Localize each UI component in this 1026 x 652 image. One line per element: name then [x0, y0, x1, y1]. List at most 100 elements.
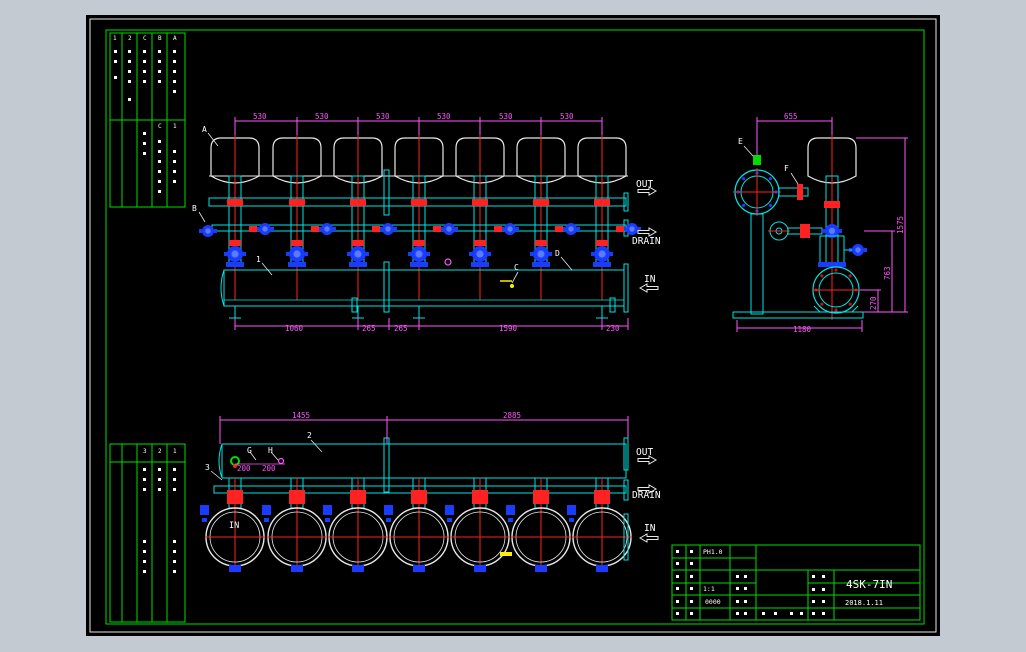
- drain-valve-4-lug-l: [440, 227, 443, 231]
- legend-top-letter-2: B: [158, 35, 162, 42]
- label-H: H: [268, 446, 273, 455]
- valve-B-lug-r: [214, 229, 217, 233]
- valve-base-2: [288, 262, 306, 267]
- dim-bottom-4: 1590: [499, 324, 518, 333]
- front-view-dimension-text: 530 530 530 530 530 530 1060 265 265 159…: [253, 112, 620, 333]
- side-stand: [750, 213, 764, 315]
- drain-leg-1: [351, 297, 358, 313]
- valve-B-core: [205, 228, 211, 234]
- red-flange-low-1: [229, 240, 241, 246]
- dim-plan-small-1: 200: [237, 464, 251, 473]
- inner-border: [105, 29, 925, 625]
- plan-header-cap: [218, 443, 223, 479]
- side-inlet-bolt-1: [848, 302, 852, 306]
- plan-valve-l-7: [567, 505, 576, 515]
- valve-base-4: [410, 262, 428, 267]
- leader-3: [210, 470, 223, 481]
- drain-red-2: [311, 226, 319, 232]
- label-F: F: [784, 164, 789, 173]
- legend-top-hatch: [114, 50, 176, 193]
- red-flange-low-5: [474, 240, 486, 246]
- plan-valve-b-3: [352, 565, 364, 572]
- plan-valve-b-6: [535, 565, 547, 572]
- drain-valve-6-lug-l: [562, 227, 565, 231]
- title-block-hatch: [676, 550, 825, 615]
- drain-valve-2-lug-r: [333, 227, 336, 231]
- side-inlet-blue: [818, 262, 846, 267]
- filter-tank-3: [333, 137, 383, 184]
- drain-valve-2-lug-l: [318, 227, 321, 231]
- valve-base-5: [471, 262, 489, 267]
- legend-bottom-num-1: 1: [173, 448, 177, 455]
- side-inlet-bolt-7: [848, 274, 852, 278]
- dim-top-2: 530: [315, 112, 329, 121]
- dim-top-5: 530: [499, 112, 513, 121]
- legend-top-letter-1: C: [143, 35, 147, 42]
- plan-valve-l-6: [506, 505, 515, 515]
- dim-top-1: 530: [253, 112, 267, 121]
- drain-valve-7-lug-l: [623, 227, 626, 231]
- dim-side-base: 1180: [793, 325, 812, 334]
- valve-2-lug-l: [286, 252, 289, 256]
- side-inlet-bolt-6: [834, 268, 838, 272]
- legend-bottom-hatch: [143, 468, 176, 573]
- filter-tank-5: [455, 137, 505, 184]
- legend-top-num-1: 1: [113, 35, 117, 42]
- red-flange-7: [594, 199, 610, 206]
- label-D: D: [555, 249, 560, 258]
- side-view: [732, 117, 908, 332]
- side-outlet-bolt-1: [768, 203, 773, 208]
- plan-valve-b-1: [229, 565, 241, 572]
- label-C: C: [514, 263, 519, 272]
- drain-red-1: [249, 226, 257, 232]
- valve-4-lug-r: [427, 252, 430, 256]
- valve-base-1: [226, 262, 244, 267]
- drain-valve-2-core: [324, 226, 330, 232]
- side-base: [732, 311, 864, 319]
- label-in: IN: [644, 274, 656, 285]
- filter-tank-1: [210, 137, 260, 184]
- leader-2: [310, 439, 323, 453]
- plan-in-flange: [623, 513, 629, 561]
- plan-valve-l2-3: [325, 518, 330, 522]
- plan-drain-flange: [623, 479, 629, 501]
- label-in-plan: IN: [229, 521, 239, 531]
- leader-G: [249, 451, 257, 461]
- valve-7-lug-l: [591, 252, 594, 256]
- plan-valve-b-7: [596, 565, 608, 572]
- label-out: OUT: [636, 179, 653, 190]
- side-view-dimension-text: 655 1180 1575 763 270: [784, 112, 905, 334]
- legend-bottom-text: 3 2 1: [143, 448, 177, 455]
- filter-tank-7: [577, 137, 627, 184]
- legend-top-letter-4: C: [158, 123, 162, 130]
- filter-tank-4: [394, 137, 444, 184]
- drain-red-5: [494, 226, 502, 232]
- plan-valve-l-4: [384, 505, 393, 515]
- valve-base-7: [593, 262, 611, 267]
- red-flange-low-3: [352, 240, 364, 246]
- side-valve-core: [828, 227, 836, 235]
- legend-top-num-2: 2: [128, 35, 132, 42]
- plan-valve-l-2: [262, 505, 271, 515]
- plan-arrow-out: [637, 455, 658, 465]
- dim-bottom-5: 230: [606, 324, 620, 333]
- arrow-in: [638, 283, 659, 293]
- side-inlet-bolt-2: [834, 308, 838, 312]
- side-outlet-bolt-7: [768, 176, 773, 181]
- leader-1: [261, 262, 273, 276]
- plan-valve-l2-4: [386, 518, 391, 522]
- side-E-valve: [753, 155, 761, 165]
- front-view-labels: A B C D 1 OUT DRAIN IN: [192, 125, 661, 285]
- side-air-valve-lug-r: [864, 248, 867, 252]
- plan-valve-b-2: [291, 565, 303, 572]
- inlet-cap: [220, 269, 225, 307]
- side-outlet-bolt-3: [741, 203, 746, 208]
- dim-side-low: 270: [869, 296, 878, 310]
- plan-view: [200, 416, 659, 572]
- legend-bottom-num-3: 3: [143, 448, 147, 455]
- plan-valve-l2-7: [569, 518, 574, 522]
- drain-valve-6-core: [568, 226, 574, 232]
- valve-2-core: [293, 250, 301, 258]
- arrow-out: [637, 186, 658, 196]
- drain-red-7: [616, 226, 624, 232]
